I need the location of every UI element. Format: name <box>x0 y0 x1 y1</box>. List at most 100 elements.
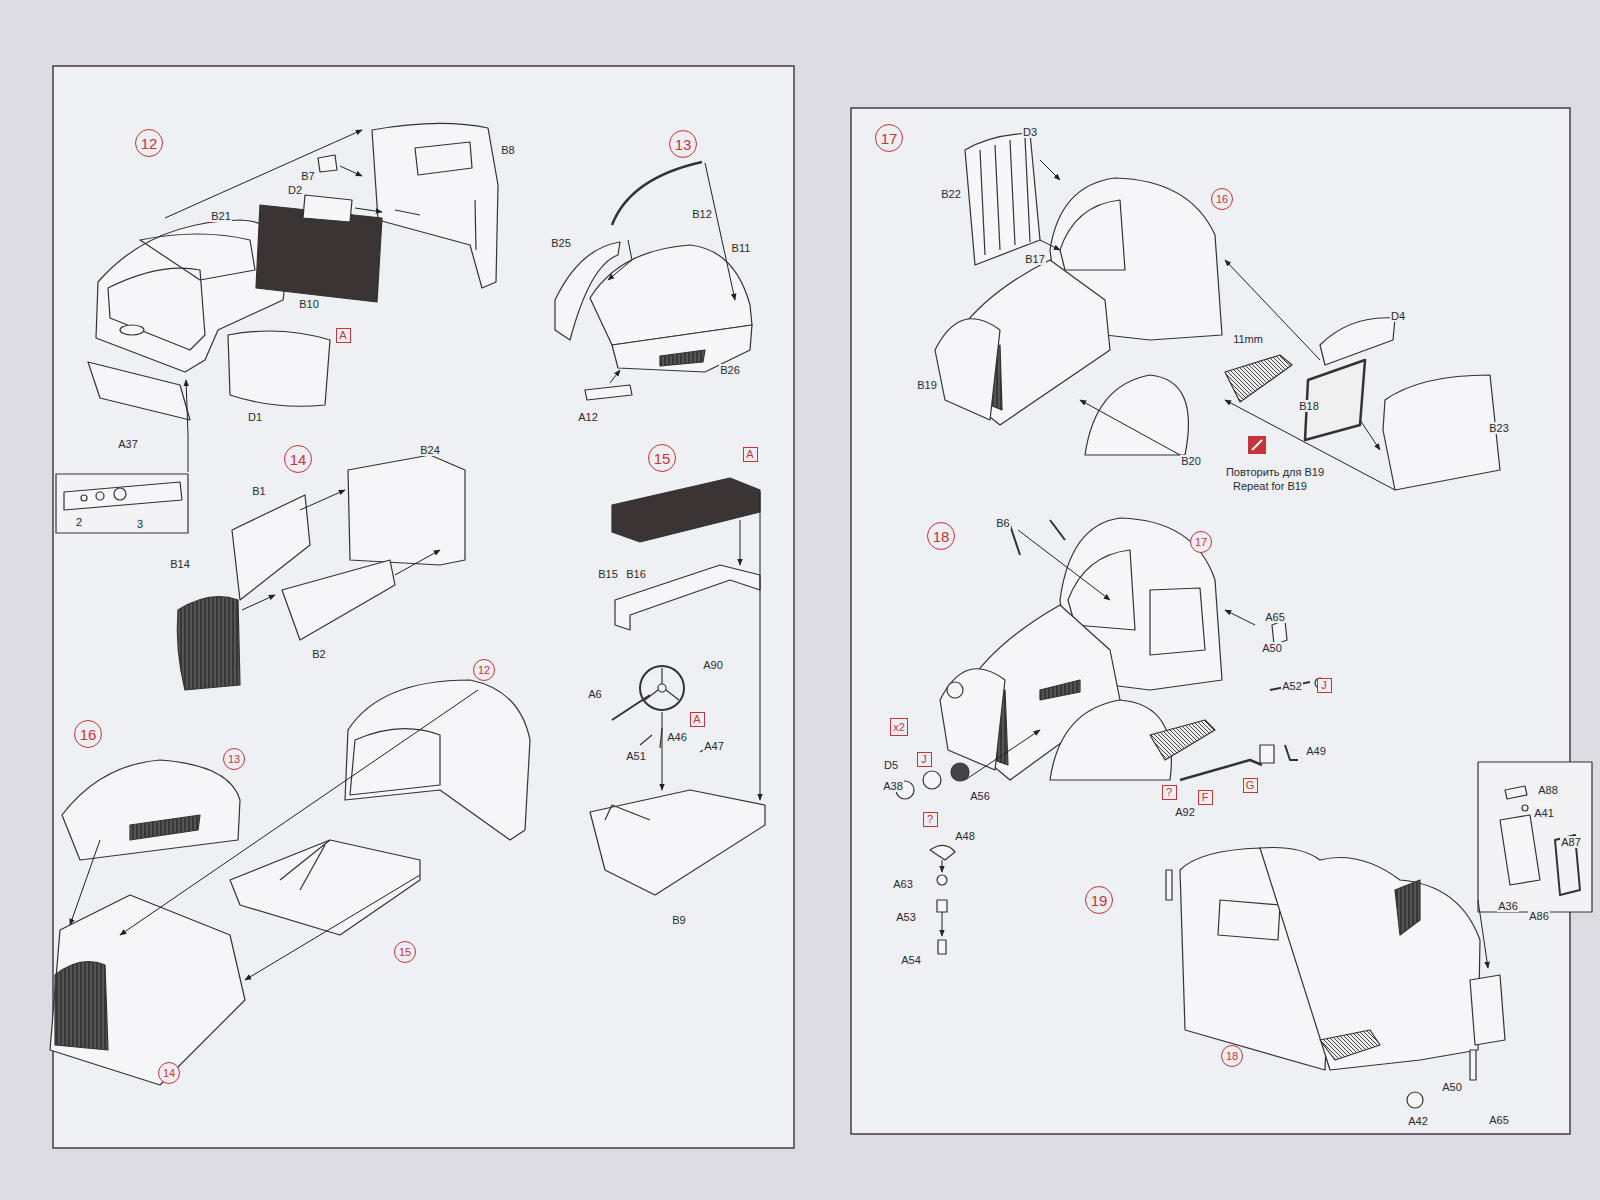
paint-code-box: A <box>336 328 351 343</box>
part-label: D4 <box>1390 310 1406 322</box>
part-label: A52 <box>1281 680 1303 692</box>
part-label: B26 <box>719 364 741 376</box>
part-label: A51 <box>625 750 647 762</box>
part-label: Repeat for B19 <box>1232 480 1308 492</box>
part-label: B16 <box>625 568 647 580</box>
part-label: A50 <box>1261 642 1283 654</box>
part-label: A48 <box>954 830 976 842</box>
paint-code: ? <box>1166 786 1172 798</box>
part-label: A65 <box>1488 1114 1510 1126</box>
part-label: B22 <box>940 188 962 200</box>
part-label: B11 <box>731 242 752 254</box>
step-number: 16 <box>1216 193 1228 205</box>
part-label: A86 <box>1528 910 1550 922</box>
part-label: D3 <box>1022 126 1038 138</box>
part-label: A6 <box>587 688 602 700</box>
part-label: A49 <box>1305 745 1327 757</box>
part-label: A37 <box>117 438 139 450</box>
part-label: 3 <box>136 518 144 530</box>
part-label: B7 <box>300 170 315 182</box>
paint-code: J <box>921 753 927 765</box>
paint-code: A <box>693 713 700 725</box>
step-circle: 19 <box>1085 886 1113 914</box>
part-label: D1 <box>247 411 263 423</box>
part-label: B10 <box>298 298 320 310</box>
part-label: A50 <box>1441 1081 1463 1093</box>
part-label: D2 <box>287 184 303 196</box>
part-label: A56 <box>969 790 991 802</box>
paint-code: ? <box>927 813 933 825</box>
part-label: B19 <box>916 379 938 391</box>
part-label: B17 <box>1024 253 1046 265</box>
step-number: 14 <box>163 1067 175 1079</box>
paint-code: x2 <box>893 721 905 733</box>
paint-code: A <box>339 329 346 341</box>
part-label: B25 <box>550 237 572 249</box>
paint-code-box: J <box>1317 678 1332 693</box>
step-circle: 18 <box>927 522 955 550</box>
part-label: B20 <box>1180 455 1202 467</box>
step-number: 14 <box>290 451 307 468</box>
step-circle: 16 <box>74 720 102 748</box>
paint-code-box: ? <box>923 812 938 827</box>
part-label: A38 <box>882 780 904 792</box>
step-number: 17 <box>1195 536 1207 548</box>
part-label: B12 <box>691 208 713 220</box>
part-label: Повторить для B19 <box>1225 466 1325 478</box>
part-label: A47 <box>703 740 725 752</box>
part-label: A41 <box>1533 807 1555 819</box>
step-number: 16 <box>80 726 97 743</box>
step-number: 15 <box>654 450 671 467</box>
part-label: A46 <box>666 731 688 743</box>
step-number: 17 <box>881 130 898 147</box>
part-label: 11mm <box>1232 333 1264 345</box>
part-label: 2 <box>75 516 83 528</box>
paint-code: A <box>746 448 753 460</box>
part-label: A87 <box>1560 836 1582 848</box>
part-label: B21 <box>210 210 232 222</box>
step-circle: 14 <box>284 445 312 473</box>
paint-code: J <box>1321 679 1327 691</box>
step-number: 12 <box>141 135 158 152</box>
paint-code: G <box>1246 779 1255 791</box>
step-number: 18 <box>933 528 950 545</box>
part-label: A65 <box>1264 611 1286 623</box>
paint-code-box: G <box>1243 778 1258 793</box>
part-label: A88 <box>1537 784 1559 796</box>
part-label: A53 <box>895 911 917 923</box>
part-label: B6 <box>995 517 1010 529</box>
part-label: A90 <box>702 659 724 671</box>
step-circle: 15 <box>648 444 676 472</box>
part-label: A42 <box>1407 1115 1429 1127</box>
step-circle: 12 <box>135 129 163 157</box>
part-label: B2 <box>311 648 326 660</box>
part-label: B1 <box>251 485 266 497</box>
part-label: B23 <box>1488 422 1510 434</box>
step-number: 13 <box>675 136 692 153</box>
part-label: A54 <box>900 954 922 966</box>
part-label: B9 <box>671 914 686 926</box>
paint-code-box: A <box>743 447 758 462</box>
paint-code-box: J <box>917 752 932 767</box>
step-number: 13 <box>228 753 240 765</box>
part-label: B15 <box>597 568 619 580</box>
part-label: A12 <box>577 411 599 423</box>
paint-code-box: x2 <box>890 718 908 736</box>
step-number: 18 <box>1226 1050 1238 1062</box>
paint-code-box: A <box>690 712 705 727</box>
part-label: D5 <box>883 759 899 771</box>
paint-code: F <box>1202 791 1209 803</box>
step-number: 19 <box>1091 892 1108 909</box>
part-label: A63 <box>892 878 914 890</box>
part-label: A92 <box>1174 806 1196 818</box>
step-number: 12 <box>478 664 490 676</box>
part-label: A36 <box>1497 900 1519 912</box>
part-label: B8 <box>500 144 515 156</box>
step-circle: 17 <box>875 124 903 152</box>
part-label: B24 <box>419 444 441 456</box>
paint-code-box: F <box>1198 790 1213 805</box>
step-circle: 13 <box>669 130 697 158</box>
step-number: 15 <box>399 946 411 958</box>
